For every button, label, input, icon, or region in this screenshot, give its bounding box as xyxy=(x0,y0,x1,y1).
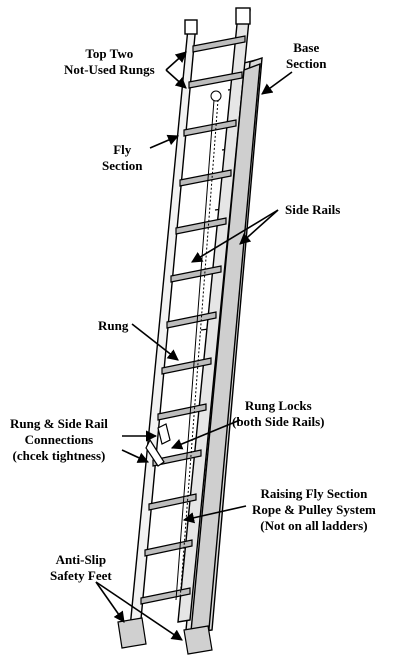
label-rung-locks: Rung Locks(both Side Rails) xyxy=(232,398,325,429)
label-pointers xyxy=(95,51,293,641)
fly-section-rungs xyxy=(140,35,246,605)
label-rung: Rung xyxy=(98,318,129,333)
fly-top-cap-right xyxy=(235,7,251,25)
ladder-illustration xyxy=(117,7,263,655)
label-side-rails: Side Rails xyxy=(285,202,341,217)
anti-slip-safety-feet xyxy=(117,617,213,655)
fly-top-cap-left xyxy=(184,19,198,35)
rung-locks xyxy=(145,423,171,467)
